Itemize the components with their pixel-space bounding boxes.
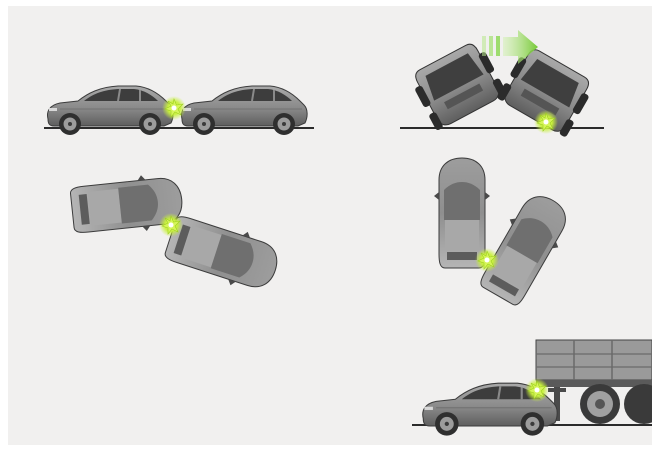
car-diagonal [474, 187, 577, 310]
angled-front-collision-scene [434, 158, 577, 310]
rollover-scene [400, 30, 604, 138]
illustration-canvas [8, 6, 652, 445]
crash-scenarios-illustration [8, 6, 652, 445]
impact-burst-icon [162, 96, 186, 120]
underride-truck-collision-scene [412, 340, 652, 436]
impact-burst-icon [534, 110, 558, 134]
impact-burst-icon [475, 248, 499, 272]
impact-burst-icon [525, 378, 549, 402]
side-angle-collision-scene [69, 171, 284, 297]
impact-burst-icon [159, 213, 183, 237]
rear-end-collision-scene [44, 86, 314, 135]
